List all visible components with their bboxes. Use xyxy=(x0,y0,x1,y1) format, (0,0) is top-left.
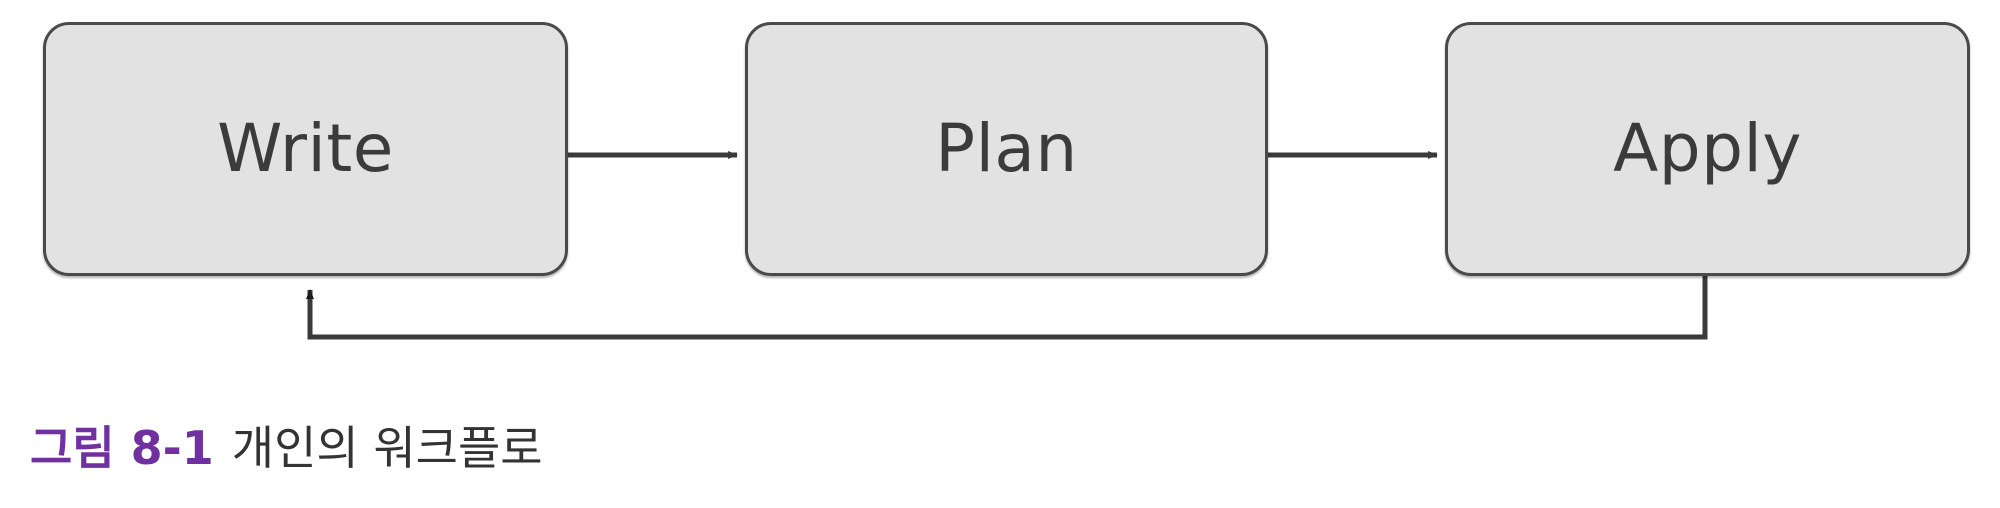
node-write[interactable]: Write xyxy=(43,22,568,276)
node-plan-label: Plan xyxy=(935,110,1078,187)
diagram-edges xyxy=(306,151,1708,340)
node-plan[interactable]: Plan xyxy=(745,22,1268,276)
node-write-label: Write xyxy=(217,110,394,187)
figure-caption-number: 그림 8-1 xyxy=(30,421,214,475)
edge-apply-to-write-feedback xyxy=(306,276,1708,340)
figure-caption-text: 개인의 워크플로 xyxy=(231,421,543,475)
figure-caption: 그림 8-1 개인의 워크플로 xyxy=(30,412,543,478)
node-apply[interactable]: Apply xyxy=(1445,22,1970,276)
workflow-diagram: Write Plan Apply xyxy=(43,22,1970,340)
node-apply-label: Apply xyxy=(1613,110,1802,187)
